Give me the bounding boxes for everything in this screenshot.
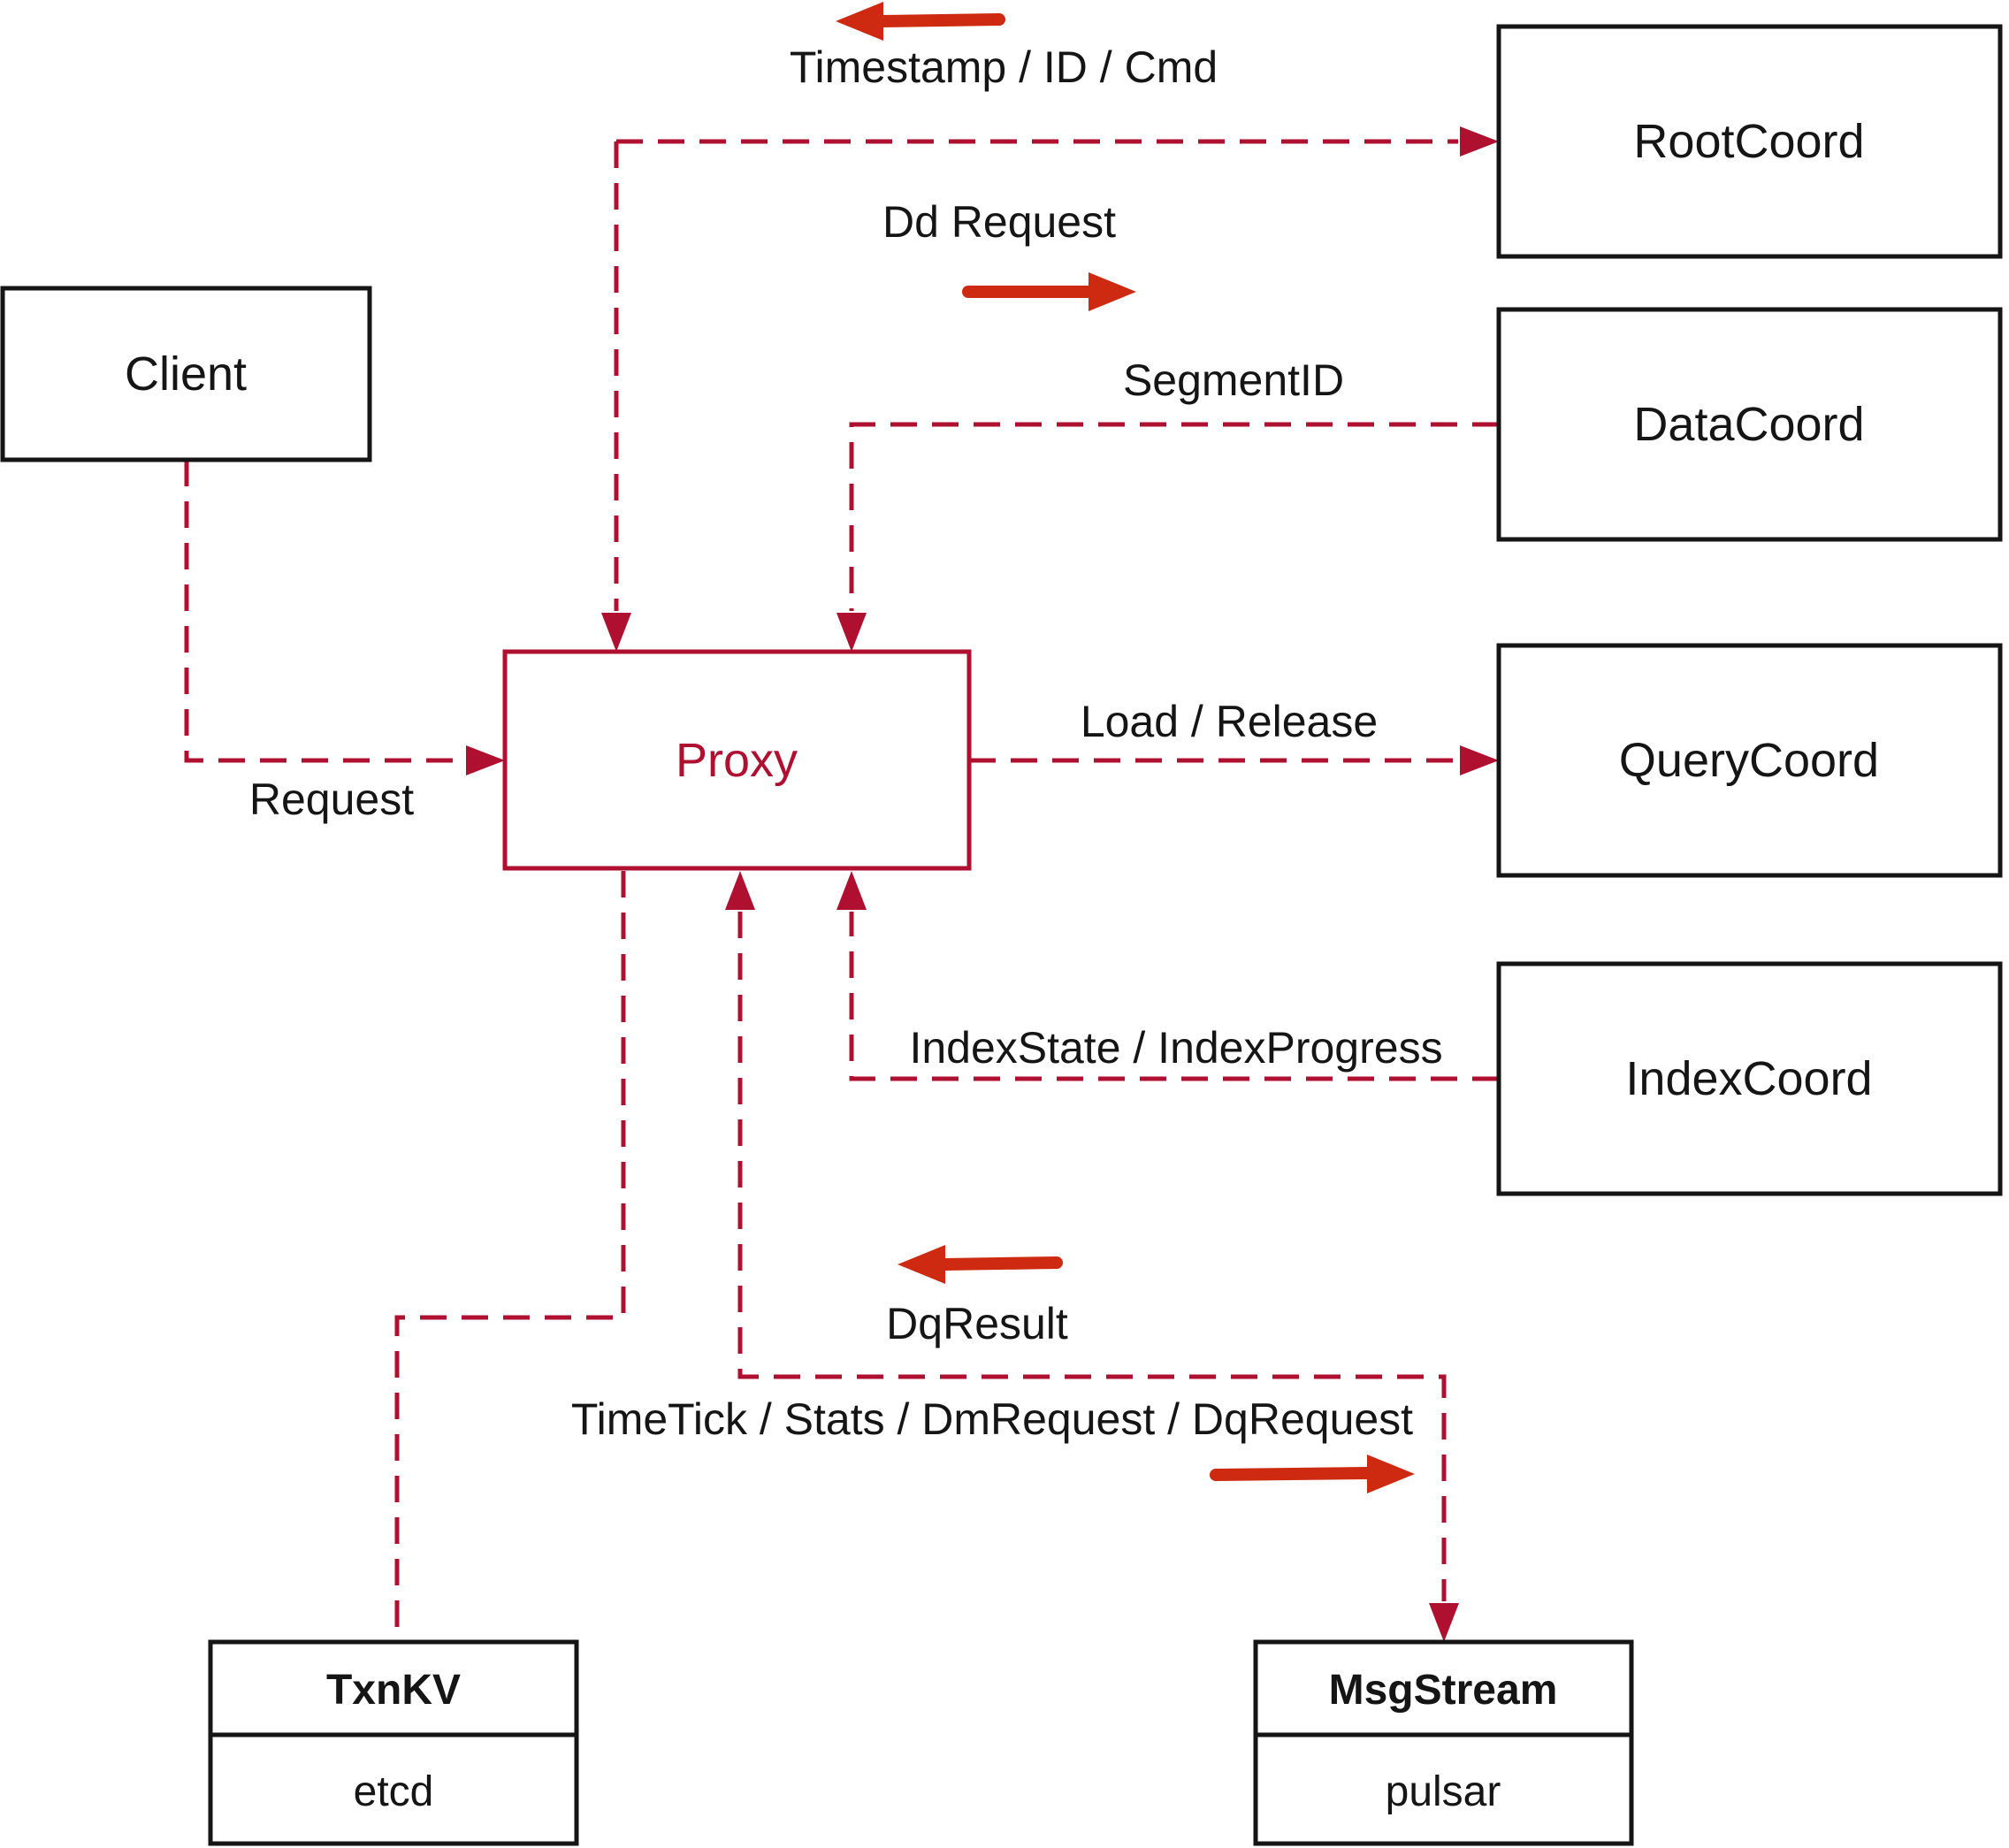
edge-label-segment-id: SegmentID: [1123, 355, 1344, 405]
edge-proxy-to-txnkv: [394, 871, 626, 1640]
edge-label-request: Request: [249, 775, 414, 824]
indexcoord-node: IndexCoord: [1496, 961, 2003, 1196]
edge-label-dq-result: DqResult: [886, 1299, 1068, 1348]
datacoord-label: DataCoord: [1633, 398, 1864, 451]
msgstream-subtitle: pulsar: [1386, 1768, 1501, 1815]
direction-arrow-timestamp-left: [836, 2, 1005, 41]
arrowhead-into-proxy-left-icon: [466, 745, 505, 775]
edge-datacoord-to-proxy: [836, 422, 1499, 652]
indexcoord-proxy-line: [849, 912, 1499, 1081]
arrowhead-into-proxy-bottom-right-icon: [836, 871, 867, 910]
arrowhead-into-proxy-top-right-icon: [836, 613, 867, 652]
edge-label-dd-request: Dd Request: [882, 197, 1116, 247]
edge-label-timestamp: Timestamp / ID / Cmd: [790, 42, 1218, 92]
client-node: Client: [0, 286, 372, 462]
arrowhead-into-rootcoord-icon: [1460, 126, 1499, 157]
querycoord-label: QueryCoord: [1619, 734, 1879, 787]
proxy-label: Proxy: [676, 734, 798, 787]
edge-client-to-proxy: [184, 460, 505, 775]
msgstream-title: MsgStream: [1329, 1667, 1558, 1714]
edge-label-load-release: Load / Release: [1081, 697, 1378, 746]
arrowhead-into-querycoord-icon: [1460, 745, 1499, 775]
proxy-node: Proxy: [502, 649, 972, 871]
txnkv-node: TxnKV etcd: [208, 1639, 579, 1846]
edge-proxy-to-querycoord: [969, 745, 1499, 775]
txnkv-subtitle: etcd: [354, 1768, 434, 1815]
direction-arrow-time-tick-right: [1210, 1455, 1415, 1493]
proxy-msgstream-line: [737, 912, 1447, 1601]
direction-arrow-dq-result-left: [898, 1245, 1063, 1284]
msgstream-node: MsgStream pulsar: [1253, 1639, 1634, 1846]
txnkv-title: TxnKV: [326, 1667, 461, 1714]
direction-arrow-dd-request-right: [962, 272, 1136, 311]
rootcoord-node: RootCoord: [1496, 24, 2003, 259]
edge-proxy-msgstream: [725, 871, 1459, 1642]
indexcoord-label: IndexCoord: [1625, 1052, 1872, 1105]
edge-proxy-rootcoord: [601, 126, 1499, 652]
datacoord-proxy-line: [849, 422, 1499, 611]
arrowhead-into-msgstream-icon: [1429, 1603, 1459, 1642]
proxy-txnkv-line: [394, 871, 626, 1640]
client-label: Client: [125, 347, 247, 401]
edge-label-index-state: IndexState / IndexProgress: [909, 1023, 1442, 1073]
datacoord-node: DataCoord: [1496, 307, 2003, 542]
arrowhead-into-proxy-top-left-icon: [601, 613, 631, 652]
edge-label-time-tick: TimeTick / Stats / DmRequest / DqRequest: [571, 1394, 1413, 1444]
querycoord-node: QueryCoord: [1496, 643, 2003, 878]
client-proxy-line: [184, 460, 464, 763]
edge-indexcoord-to-proxy: [836, 871, 1499, 1081]
rootcoord-label: RootCoord: [1633, 115, 1864, 168]
arrowhead-into-proxy-bottom-left-icon: [725, 871, 755, 910]
